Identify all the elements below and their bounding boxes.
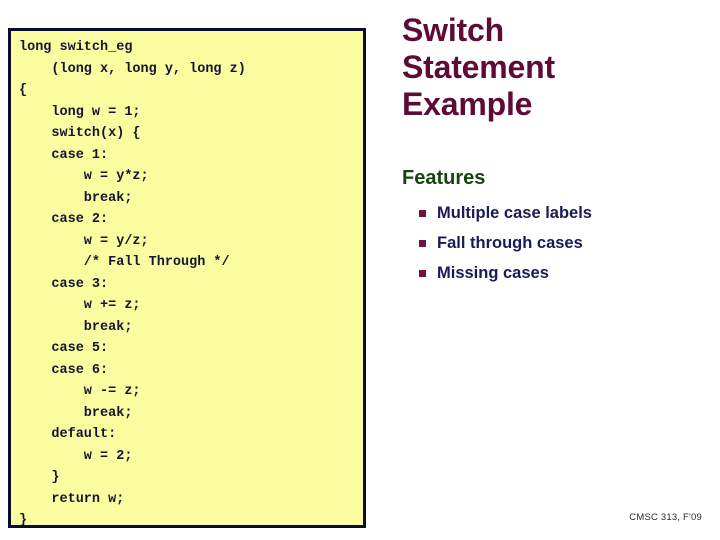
right-panel: Switch Statement Example Features Multip… [402, 0, 714, 540]
square-bullet-icon [419, 209, 426, 217]
code-example-box: long switch_eg (long x, long y, long z) … [8, 28, 366, 528]
list-item-label: Multiple case labels [437, 203, 592, 222]
square-bullet-icon [419, 269, 426, 277]
page-title: Switch Statement Example [402, 12, 555, 122]
code-listing: long switch_eg (long x, long y, long z) … [19, 40, 246, 528]
list-item-label: Fall through cases [437, 233, 583, 252]
list-item: Missing cases [402, 258, 592, 288]
list-item: Fall through cases [402, 228, 592, 258]
list-item-label: Missing cases [437, 263, 549, 282]
list-item: Multiple case labels [402, 198, 592, 228]
slide-footer: CMSC 313, F'09 [629, 512, 702, 523]
features-heading: Features [402, 167, 486, 189]
square-bullet-icon [419, 239, 426, 247]
features-list: Multiple case labels Fall through cases … [402, 198, 592, 288]
